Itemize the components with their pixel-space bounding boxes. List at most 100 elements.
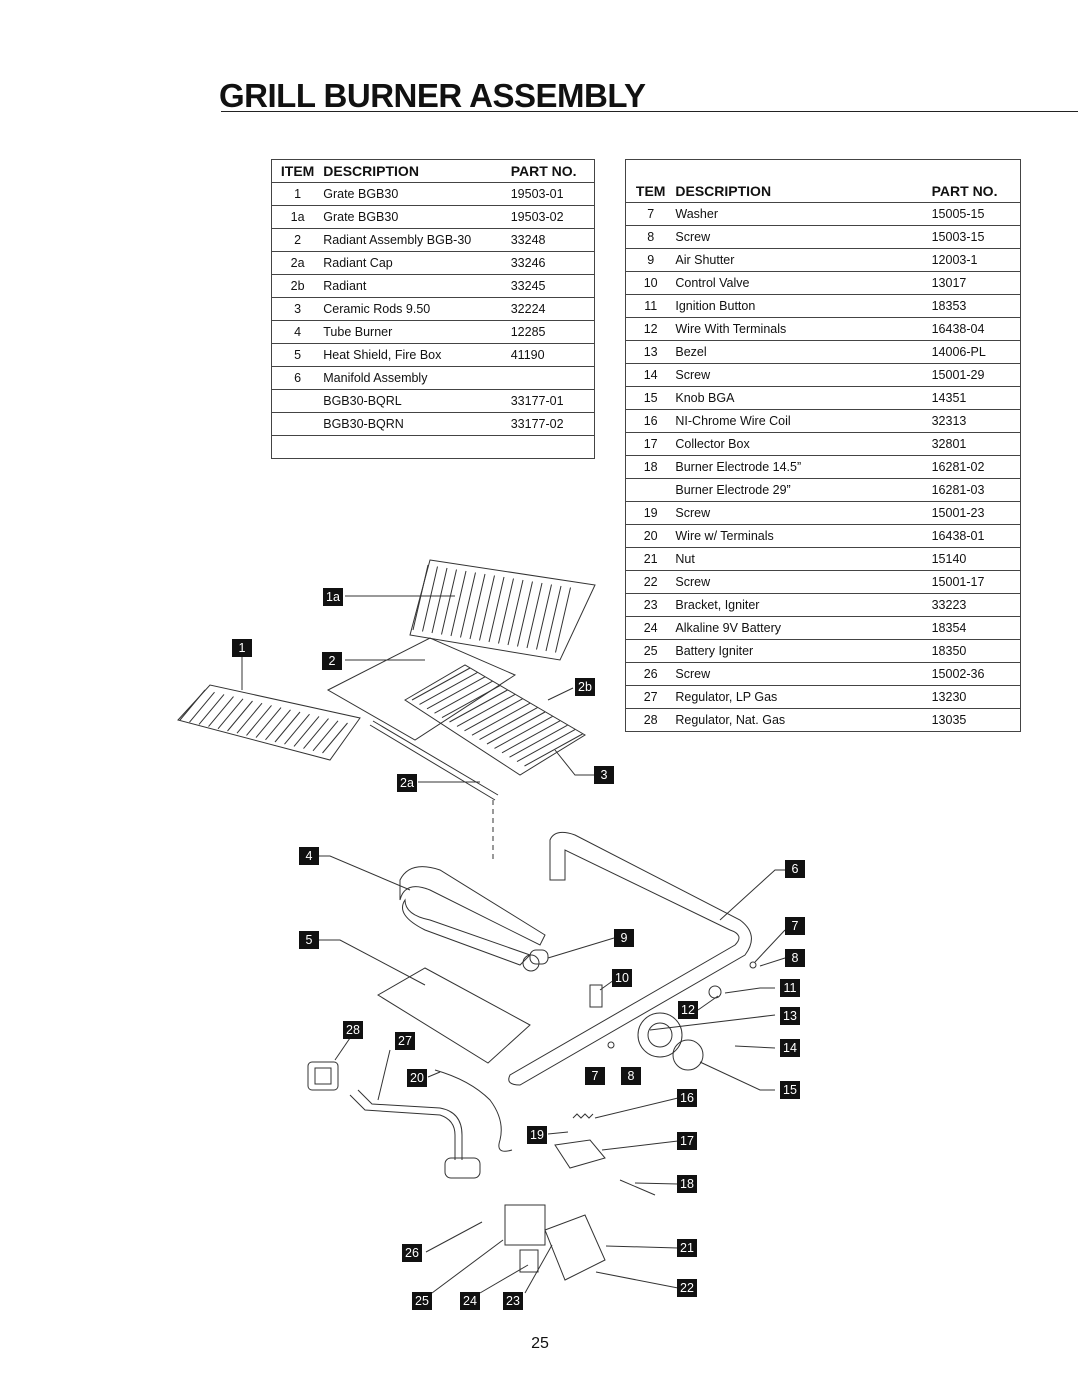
part-no-cell: 32313 [931, 409, 1021, 433]
item-cell: 19 [625, 501, 676, 525]
callout-12: 12 [678, 1001, 698, 1019]
battery-drawing [519, 1249, 539, 1273]
grate-bar [494, 715, 553, 749]
header-item: ITEM [271, 159, 324, 183]
callout-7b: 7 [585, 1067, 605, 1085]
description-cell: BGB30-BQRL [323, 389, 511, 413]
table-row: Burner Electrode 29”16281-03 [625, 478, 1021, 502]
header-part-no: PART NO. [931, 180, 1021, 203]
callout-16: 16 [677, 1089, 697, 1107]
description-cell: Wire w/ Terminals [675, 524, 932, 548]
callout-11: 11 [780, 979, 800, 997]
item-cell: 23 [625, 593, 676, 617]
part-no-cell: 32801 [931, 432, 1021, 456]
grate-bar [434, 680, 493, 714]
regulator-nat-gas-drawing [307, 1061, 339, 1091]
part-no-cell: 18354 [931, 616, 1021, 640]
description-cell: Grate BGB30 [323, 182, 511, 206]
callout-13: 13 [780, 1007, 800, 1025]
part-no-cell: 15001-23 [931, 501, 1021, 525]
item-cell: 2b [271, 274, 324, 298]
grate-bar [555, 587, 571, 653]
description-cell: Heat Shield, Fire Box [323, 343, 511, 367]
callout-21: 21 [677, 1239, 697, 1257]
description-cell: Radiant [323, 274, 511, 298]
description-cell: Screw [675, 501, 932, 525]
callout-19: 19 [527, 1126, 547, 1144]
grate-bar [189, 691, 215, 723]
item-cell: 2 [271, 228, 324, 252]
grate-1a-drawing [409, 559, 596, 661]
item-cell: 4 [271, 320, 324, 344]
item-cell: 5 [271, 343, 324, 367]
grate-bar [456, 693, 516, 727]
grate-bar [246, 705, 272, 736]
item-cell [625, 478, 676, 502]
part-no-cell: 19503-02 [510, 205, 595, 229]
header-part-no: PART NO. [510, 159, 595, 183]
callout-22: 22 [677, 1279, 697, 1297]
callout-25: 25 [412, 1292, 432, 1310]
item-cell: 28 [625, 708, 676, 732]
item-cell: 2a [271, 251, 324, 275]
part-no-cell: 33246 [510, 251, 595, 275]
part-no-cell: 33223 [931, 593, 1021, 617]
item-cell: 13 [625, 340, 676, 364]
grate-bar [227, 700, 253, 732]
callout-17: 17 [677, 1132, 697, 1150]
description-cell: BGB30-BQRN [323, 412, 511, 436]
item-cell: 17 [625, 432, 676, 456]
grate-bar [516, 729, 576, 763]
item-cell: 7 [625, 202, 676, 226]
part-no-cell: 14351 [931, 386, 1021, 410]
grate-bar [422, 566, 438, 632]
item-cell: 15 [625, 386, 676, 410]
description-cell: Alkaline 9V Battery [675, 616, 932, 640]
description-cell: Burner Electrode 29” [675, 478, 932, 502]
grate-bar [303, 718, 329, 749]
grate-bar [479, 575, 495, 641]
wire-coil-drawing [572, 1113, 594, 1119]
control-valve-drawing [589, 984, 603, 1008]
grate-bar [460, 572, 476, 638]
header-description: DESCRIPTION [323, 159, 511, 183]
item-cell [271, 435, 324, 459]
item-cell: 24 [625, 616, 676, 640]
part-no-cell: 16438-04 [931, 317, 1021, 341]
grate-bar [431, 567, 448, 634]
part-no-cell: 16281-03 [931, 478, 1021, 502]
item-cell: 26 [625, 662, 676, 686]
grate-bar [488, 576, 505, 643]
table-row [271, 435, 595, 459]
grate-bar [464, 698, 523, 732]
callout-23: 23 [503, 1292, 523, 1310]
grate-bar [469, 573, 486, 640]
description-cell: Regulator, LP Gas [675, 685, 932, 709]
item-cell: 8 [625, 225, 676, 249]
knob-drawing [672, 1039, 704, 1071]
ignition-button-drawing [708, 985, 722, 999]
description-cell: Washer [675, 202, 932, 226]
grate-bar [471, 702, 531, 736]
callout-15: 15 [780, 1081, 800, 1099]
description-cell: Regulator, Nat. Gas [675, 708, 932, 732]
tube-burner-drawing [399, 866, 549, 966]
description-cell: Screw [675, 225, 932, 249]
callout-10: 10 [612, 969, 632, 987]
callout-6: 6 [785, 860, 805, 878]
wire-drawing [434, 1069, 513, 1152]
grate-bar [312, 720, 339, 752]
